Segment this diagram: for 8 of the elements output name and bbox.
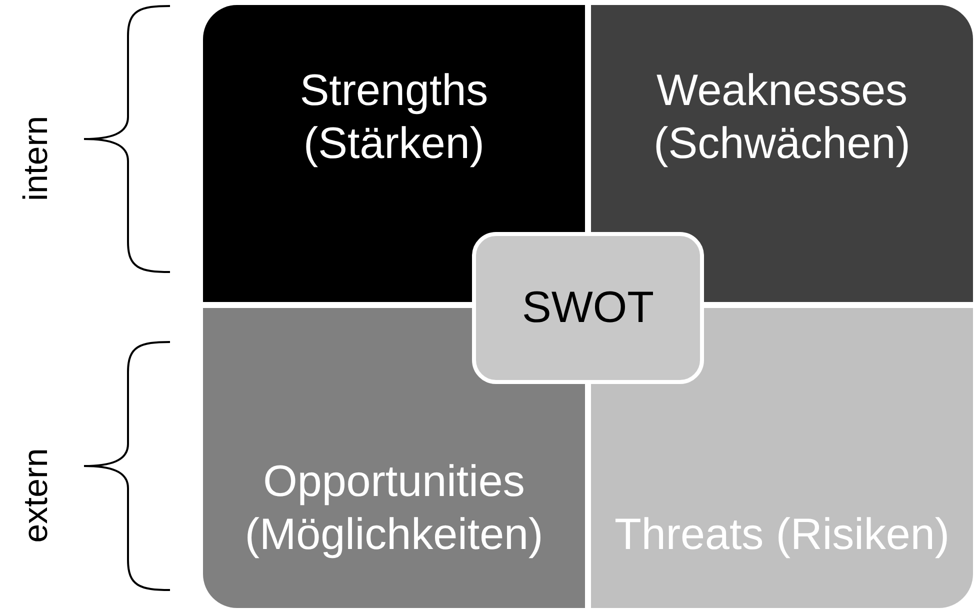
quadrant-label: Opportunities (Möglichkeiten) bbox=[244, 456, 544, 562]
side-label: extern bbox=[16, 448, 56, 542]
quadrant-label: Threats (Risiken) bbox=[614, 509, 950, 562]
quadrant-label: SWOT bbox=[521, 282, 655, 334]
side-label: intern bbox=[16, 115, 56, 201]
quadrant-label: Strengths (Stärken) bbox=[298, 65, 490, 170]
center-box bbox=[472, 232, 704, 384]
quadrant-label: Weaknesses (Schwächen) bbox=[652, 65, 912, 170]
